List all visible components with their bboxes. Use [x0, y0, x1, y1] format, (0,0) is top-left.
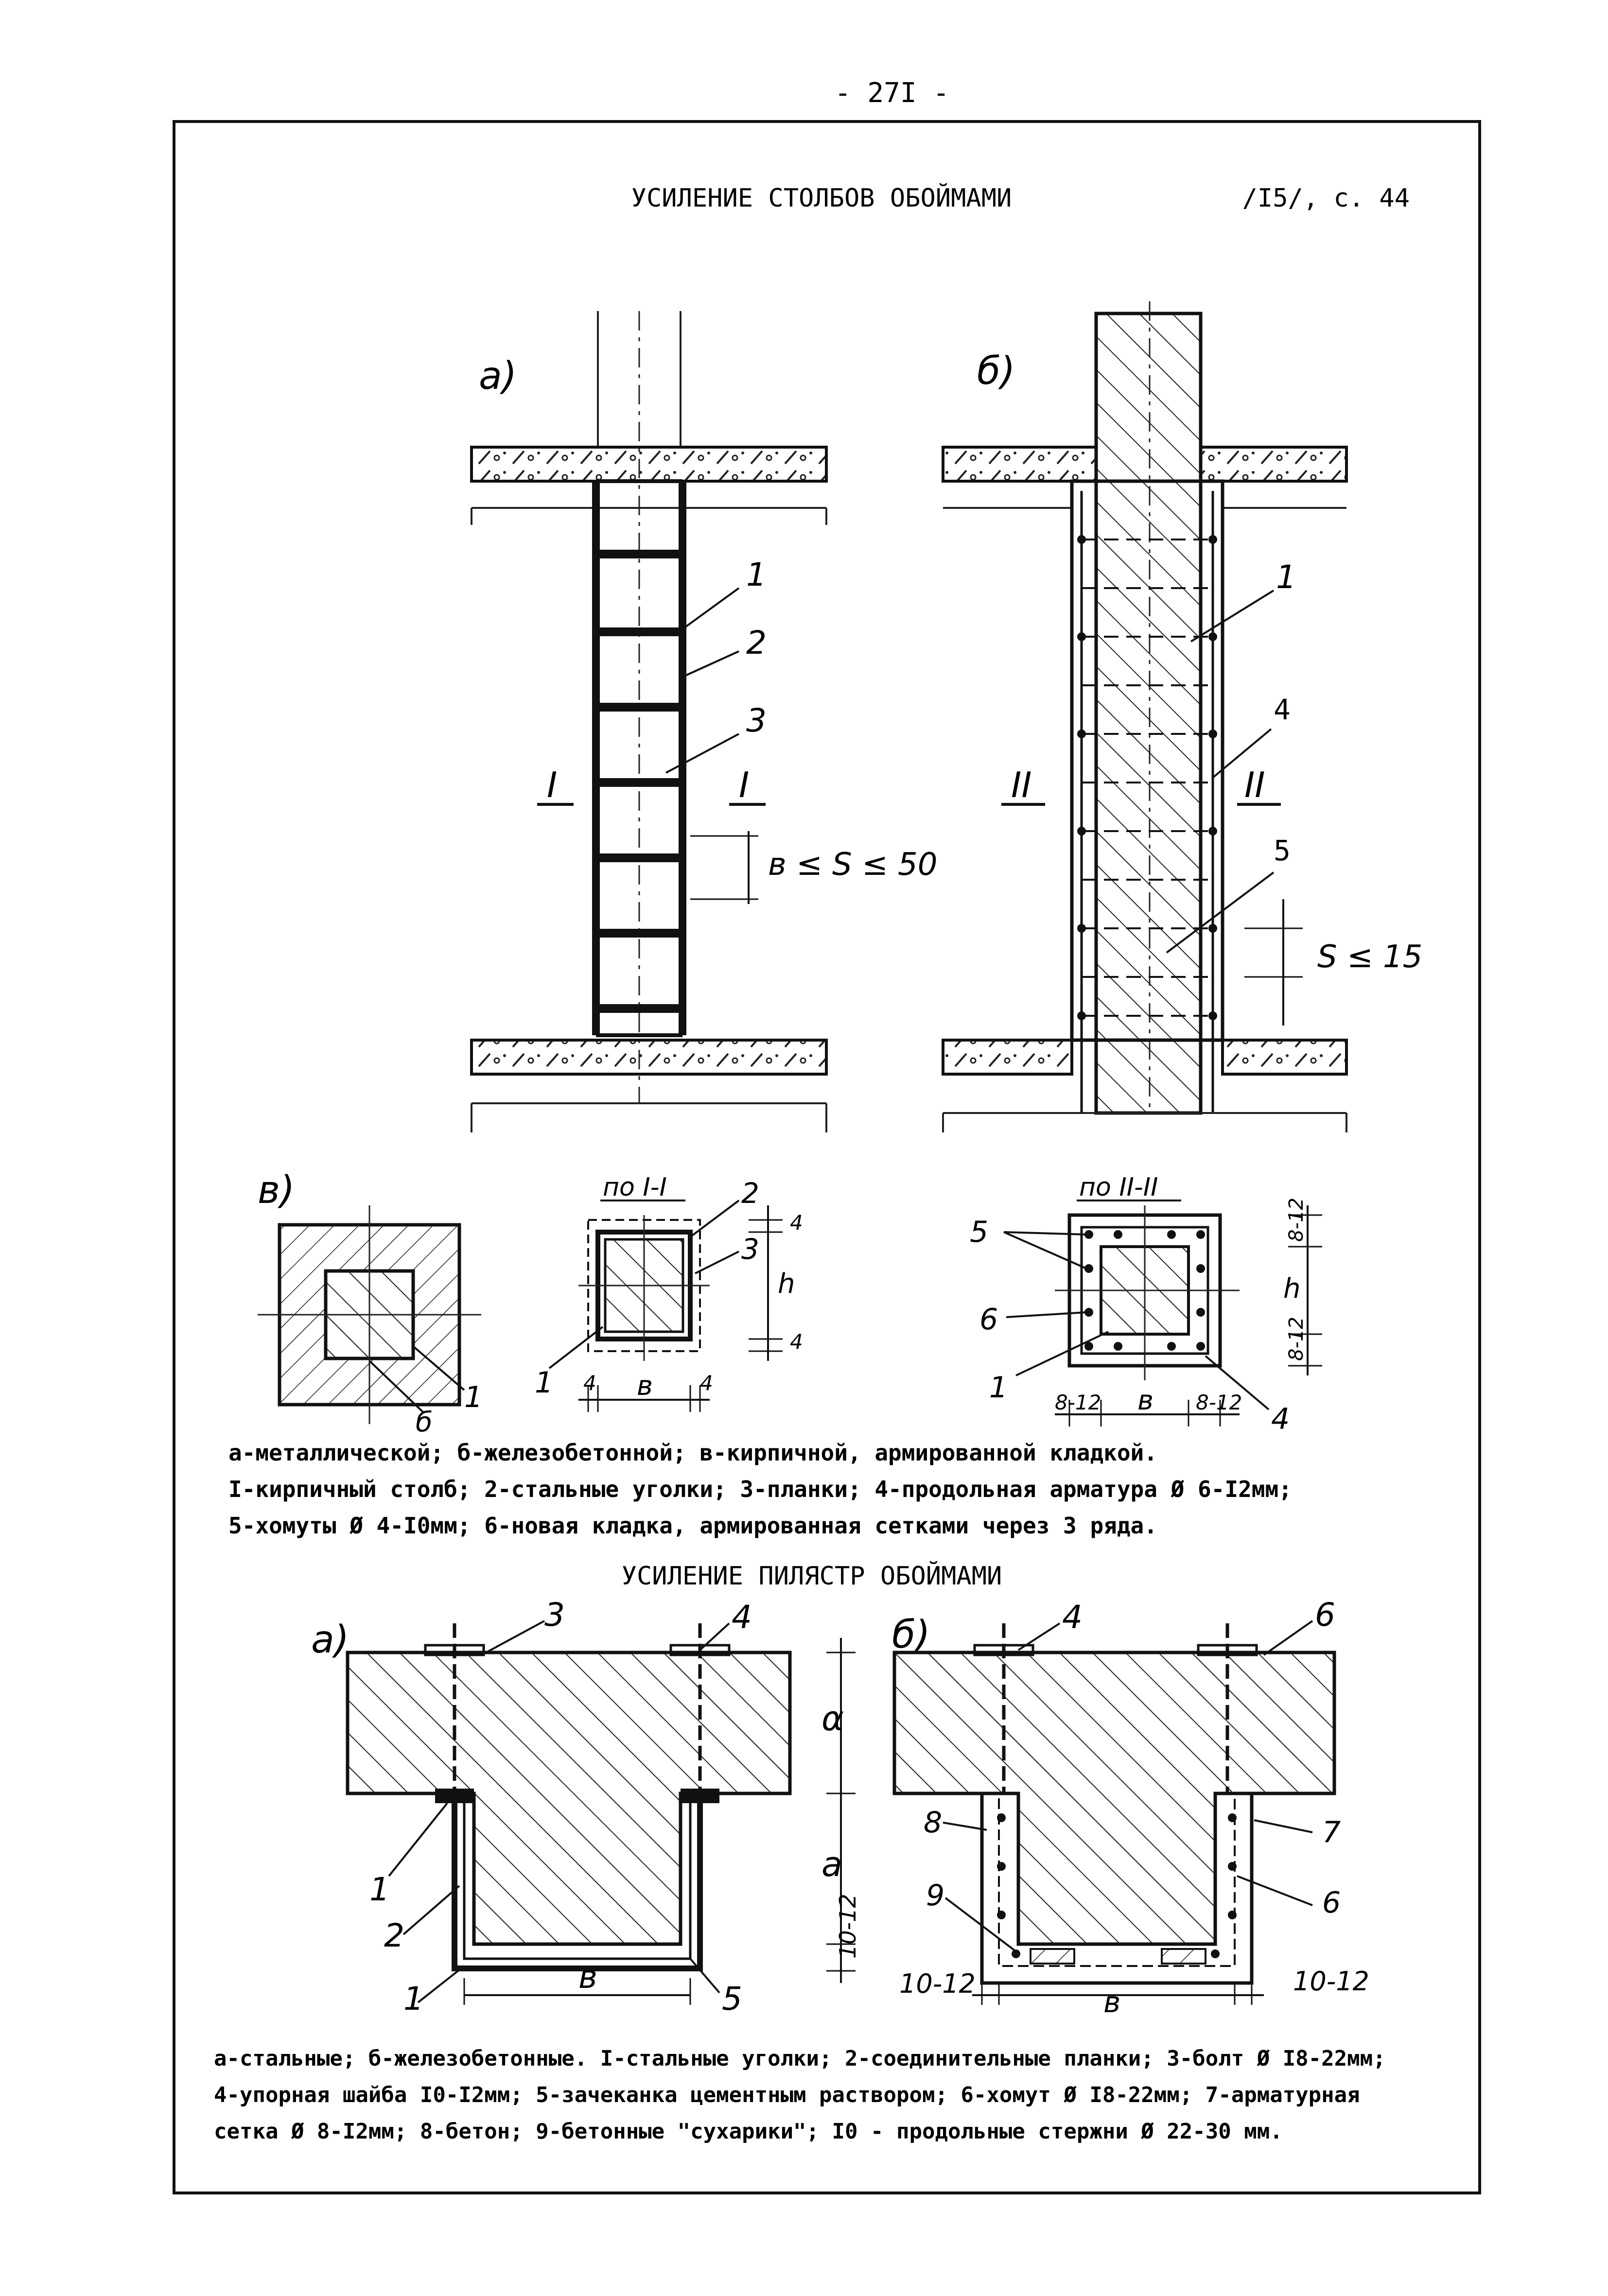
- dim-4-top: 4: [790, 1211, 803, 1235]
- dim-8-12-bottom: 8-12: [1285, 1317, 1308, 1361]
- page-frame: [173, 120, 1481, 2194]
- pilaster-figure-b: б) 4 6 8 9 7 6 10-12 в: [892, 1596, 1369, 2019]
- bottom-slab-a: [470, 1039, 828, 1076]
- caption1-line3: 5-хомуты Ø 4-I0мм; 6-новая кладка, армир…: [228, 1513, 1157, 1539]
- figure-a-label: а): [479, 354, 517, 398]
- dim-a: a: [821, 1844, 842, 1884]
- section-I-I: по I-I 2 3 1 4 h 4 4 в 4: [535, 1173, 803, 1412]
- spacing-dimension-a: в ≤ S ≤ 50: [768, 847, 937, 883]
- section2-title: УСИЛЕНИЕ ПИЛЯСТР ОБОЙМАМИ: [622, 1561, 1002, 1591]
- label-4-pb: 4: [1062, 1599, 1083, 1636]
- dim-4-left: 4: [583, 1371, 596, 1395]
- pilaster-b-label: б): [892, 1613, 930, 1657]
- section-II-II: по II-II 5 6 1 4 8-12 h 8-12: [970, 1173, 1322, 1436]
- pilaster-figure-a: а) 3 4 1 2 1 5 в: [311, 1596, 792, 2018]
- page-number: - 27I -: [835, 77, 949, 109]
- label-1-b: 1: [1276, 558, 1296, 596]
- dim-10-12-left: 10-12: [899, 1968, 976, 1999]
- dim-h-II: h: [1283, 1273, 1301, 1305]
- label-5-pa: 5: [722, 1980, 742, 2018]
- dim-4-bottom: 4: [790, 1330, 803, 1354]
- section-mark-I-right: I: [739, 765, 749, 805]
- label-4-b: 4: [1274, 693, 1291, 726]
- column-b: [1094, 312, 1203, 1115]
- bottom-slab-b-left: [942, 1039, 1073, 1076]
- cut-II-title: по II-II: [1079, 1173, 1158, 1202]
- figure-b-concrete-jacket: б): [942, 301, 1422, 1132]
- caption1-line2: I-кирпичный столб; 2-стальные уголки; 3-…: [228, 1476, 1292, 1502]
- pilaster-dimensions: α a 10-12: [821, 1638, 861, 1983]
- label-9-pb: 9: [926, 1879, 944, 1913]
- source-reference: /I5/, с. 44: [1242, 184, 1410, 213]
- figure-b-label: б): [977, 349, 1015, 393]
- dim-8-12-left: 8-12: [1055, 1391, 1101, 1414]
- label-3-cut: 3: [741, 1233, 759, 1266]
- dim-alpha: α: [821, 1699, 844, 1739]
- label-1b-pa: 1: [403, 1980, 424, 2018]
- caption2-line2: 4-упорная шайба I0-I2мм; 5-зачеканка цем…: [214, 2083, 1360, 2107]
- column-a: [596, 479, 682, 1037]
- label-3-a: 3: [746, 702, 767, 739]
- spacing-dimension-b: S ≤ 15: [1317, 939, 1422, 975]
- dim-10-12-right: 10-12: [1293, 1966, 1369, 1997]
- label-6-pb-top: 6: [1315, 1596, 1335, 1634]
- label-b-v: б: [416, 1407, 433, 1438]
- label-1-pa: 1: [369, 1871, 390, 1908]
- dim-b-II: в: [1137, 1385, 1154, 1416]
- dim-b-I: в: [637, 1370, 653, 1402]
- figure-v-label: в): [258, 1168, 295, 1212]
- dim-8-12-top: 8-12: [1285, 1198, 1308, 1242]
- figure-v-masonry-section: в) 1 б: [258, 1168, 483, 1438]
- dim-b-pa: в: [578, 1958, 597, 1996]
- label-3-pa: 3: [544, 1596, 565, 1634]
- pilaster-a-label: а): [311, 1618, 349, 1662]
- label-5-II: 5: [970, 1215, 988, 1249]
- label-6-II: 6: [979, 1303, 998, 1337]
- concrete-jacket: [1070, 479, 1224, 1042]
- label-5-b: 5: [1274, 834, 1291, 867]
- dim-8-12-right: 8-12: [1196, 1391, 1242, 1414]
- steel-strips: [594, 550, 684, 1013]
- label-2-pa: 2: [384, 1917, 404, 1954]
- top-slab-b-right: [1199, 446, 1348, 483]
- bottom-slab-b-right: [1221, 1039, 1348, 1076]
- caption-section1: а-металлической; б-железобетонной; в-кир…: [228, 1440, 1292, 1539]
- label-1-v: 1: [464, 1380, 483, 1414]
- label-2-a: 2: [746, 624, 767, 661]
- dim-b-pb: в: [1103, 1985, 1120, 2019]
- section-mark-II-left: II: [1011, 765, 1031, 805]
- dim-h-I: h: [778, 1268, 795, 1300]
- label-8-pb: 8: [924, 1806, 942, 1840]
- caption2-line1: а-стальные; б-железобетонные. I-стальные…: [214, 2046, 1386, 2071]
- label-1-a: 1: [746, 556, 767, 593]
- section1-title: УСИЛЕНИЕ СТОЛБОВ ОБОЙМАМИ: [631, 183, 1012, 213]
- label-2-cut: 2: [741, 1177, 759, 1210]
- label-6-pb: 6: [1322, 1886, 1341, 1920]
- figure-a-steel-jacket: а) 1 2 3 I: [470, 311, 937, 1132]
- section-mark-II-right: II: [1244, 765, 1265, 805]
- label-4-II: 4: [1271, 1402, 1290, 1436]
- cut-I-title: по I-I: [603, 1173, 667, 1202]
- caption-section2: а-стальные; б-железобетонные. I-стальные…: [214, 2046, 1386, 2144]
- top-slab-b-left: [942, 446, 1098, 483]
- label-1-cut: 1: [535, 1366, 553, 1400]
- label-1-II: 1: [989, 1371, 1008, 1405]
- rebar-dots-b: [1077, 535, 1217, 1020]
- dim-10-12-vertical: 10-12: [835, 1894, 861, 1959]
- section-mark-I-left: I: [547, 765, 557, 805]
- dim-4-right: 4: [700, 1371, 713, 1395]
- top-slab-a: [470, 446, 828, 483]
- label-7-pb: 7: [1322, 1815, 1341, 1849]
- caption1-line1: а-металлической; б-железобетонной; в-кир…: [228, 1440, 1157, 1466]
- label-4-pa: 4: [732, 1599, 752, 1636]
- caption2-line3: сетка Ø 8-I2мм; 8-бетон; 9-бетонные "сух…: [214, 2119, 1283, 2144]
